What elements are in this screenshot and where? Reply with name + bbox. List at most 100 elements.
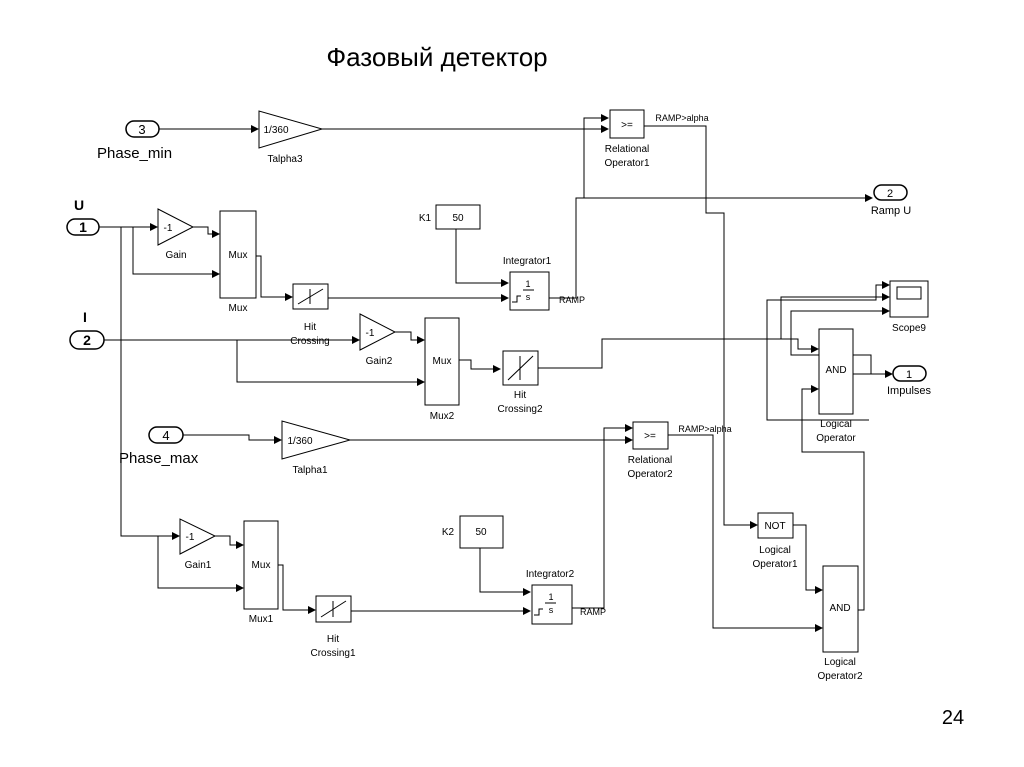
- hit1-label2: Crossing1: [310, 648, 355, 659]
- mux-block[interactable]: Mux Mux: [219, 210, 257, 314]
- ramp-alpha2-label: RAMP>alpha: [678, 424, 731, 434]
- outport-ramp-u-label: Ramp U: [871, 205, 911, 217]
- k1-value: 50: [452, 213, 464, 224]
- constant-k2[interactable]: 50 K2: [442, 515, 504, 549]
- inport-i-letter: I: [83, 309, 87, 325]
- logical-operator-and2[interactable]: AND Logical Operator2: [817, 565, 863, 682]
- logical-operator-and[interactable]: AND Logical Operator: [816, 328, 856, 444]
- relop1-label1: Relational: [605, 144, 649, 155]
- inport-i[interactable]: I 2: [69, 309, 105, 350]
- inport-phase-min[interactable]: 3 Phase_min: [97, 120, 172, 162]
- inport-phase-max-shape: [148, 426, 184, 444]
- outport-impulses[interactable]: 1 Impulses: [887, 365, 932, 397]
- hit-crossing1-block[interactable]: Hit Crossing1: [310, 595, 356, 659]
- inport-phase-max-label: Phase_max: [119, 450, 199, 467]
- gain2-value: -1: [366, 328, 375, 339]
- and-op: AND: [825, 365, 846, 376]
- and2-op: AND: [829, 603, 850, 614]
- talpha1-label: Talpha1: [292, 465, 327, 476]
- mux1-text: Mux: [252, 560, 271, 571]
- integrator1-label: Integrator1: [503, 256, 552, 267]
- ramp-alpha1-label: RAMP>alpha: [655, 113, 708, 123]
- relop2-label1: Relational: [628, 455, 672, 466]
- outport-ramp-u-shape: [873, 184, 908, 201]
- inport-i-shape: [69, 330, 105, 350]
- scope-icon: [896, 286, 922, 300]
- gain2-block[interactable]: -1 Gain2: [359, 313, 397, 367]
- integrator1-block[interactable]: Integrator1 1 s RAMP: [503, 256, 585, 311]
- and-label2: Operator: [816, 433, 856, 444]
- inport-phase-min-num: 3: [138, 122, 145, 137]
- k1-name: K1: [419, 213, 432, 224]
- integrator1-den: s: [526, 292, 531, 302]
- k2-name: K2: [442, 527, 455, 538]
- gain1-label: Gain1: [185, 560, 212, 571]
- reset-icon: [534, 608, 543, 616]
- relop2-label2: Operator2: [627, 469, 672, 480]
- relop1-label2: Operator1: [604, 158, 649, 169]
- mux2-text: Mux: [433, 356, 452, 367]
- constant-k1[interactable]: 50 K1: [419, 204, 481, 230]
- integrator2-block[interactable]: Integrator2 1 s RAMP: [526, 569, 606, 625]
- talpha3-block[interactable]: 1/360 Talpha3: [258, 110, 324, 165]
- inport-u-shape: [66, 218, 100, 236]
- not-op: NOT: [764, 521, 785, 532]
- gain-value: -1: [164, 223, 173, 234]
- k2-value: 50: [475, 527, 487, 538]
- and-label1: Logical: [820, 419, 852, 430]
- ramp2-label: RAMP: [580, 607, 606, 617]
- hit-crossing-block[interactable]: Hit Crossing: [290, 283, 330, 347]
- inport-phase-max[interactable]: 4 Phase_max: [119, 426, 199, 467]
- inport-u[interactable]: U 1: [66, 197, 100, 236]
- relop2-op: >=: [644, 431, 656, 442]
- outport-impulses-num: 1: [906, 369, 912, 381]
- mux-text: Mux: [229, 250, 248, 261]
- mux2-block[interactable]: Mux Mux2: [424, 317, 460, 422]
- outport-impulses-shape: [892, 365, 927, 382]
- scope-block[interactable]: Scope9: [889, 280, 929, 334]
- gain1-block[interactable]: -1 Gain1: [179, 518, 217, 571]
- hit2-label2: Crossing2: [497, 404, 542, 415]
- page-title: Фазовый детектор: [326, 42, 547, 72]
- and2-label1: Logical: [824, 657, 856, 668]
- hit1-label1: Hit: [327, 634, 339, 645]
- ramp1-label: RAMP: [559, 295, 585, 305]
- mux1-label: Mux1: [249, 614, 274, 625]
- inport-u-num: 1: [79, 219, 87, 235]
- outport-ramp-u-num: 2: [887, 188, 893, 200]
- inport-phase-min-shape: [125, 120, 160, 138]
- hit-label2: Crossing: [290, 336, 329, 347]
- reset-icon: [512, 295, 521, 303]
- gain-label: Gain: [165, 250, 186, 261]
- integrator2-num: 1: [548, 592, 553, 602]
- inport-phase-min-label: Phase_min: [97, 145, 172, 162]
- relop1-op: >=: [621, 120, 633, 131]
- gain1-value: -1: [186, 532, 195, 543]
- gain-block[interactable]: -1 Gain: [157, 208, 195, 261]
- gain2-label: Gain2: [366, 356, 393, 367]
- logical-operator-not[interactable]: NOT Logical Operator1: [752, 512, 798, 570]
- scope-label: Scope9: [892, 323, 926, 334]
- talpha3-label: Talpha3: [267, 154, 302, 165]
- inport-i-num: 2: [83, 332, 91, 348]
- relational-operator1[interactable]: >= Relational Operator1 RAMP>alpha: [604, 109, 709, 169]
- outport-impulses-label: Impulses: [887, 385, 932, 397]
- hit-label1: Hit: [304, 322, 316, 333]
- mux-label: Mux: [229, 303, 248, 314]
- inport-u-letter: U: [74, 197, 84, 213]
- mux2-label: Mux2: [430, 411, 455, 422]
- page-number: 24: [942, 707, 964, 729]
- hit-crossing2-block[interactable]: Hit Crossing2: [497, 350, 543, 415]
- talpha1-block[interactable]: 1/360 Talpha1: [281, 420, 352, 476]
- not-label1: Logical: [759, 545, 791, 556]
- signal-lines: [99, 114, 893, 632]
- talpha1-value: 1/360: [287, 436, 312, 447]
- outport-ramp-u[interactable]: 2 Ramp U: [871, 184, 911, 217]
- mux1-block[interactable]: Mux Mux1: [243, 520, 279, 625]
- inport-phase-max-num: 4: [162, 428, 169, 443]
- integrator1-num: 1: [525, 279, 530, 289]
- hit2-label1: Hit: [514, 390, 526, 401]
- and2-label2: Operator2: [817, 671, 862, 682]
- relational-operator2[interactable]: >= Relational Operator2 RAMP>alpha: [627, 421, 732, 480]
